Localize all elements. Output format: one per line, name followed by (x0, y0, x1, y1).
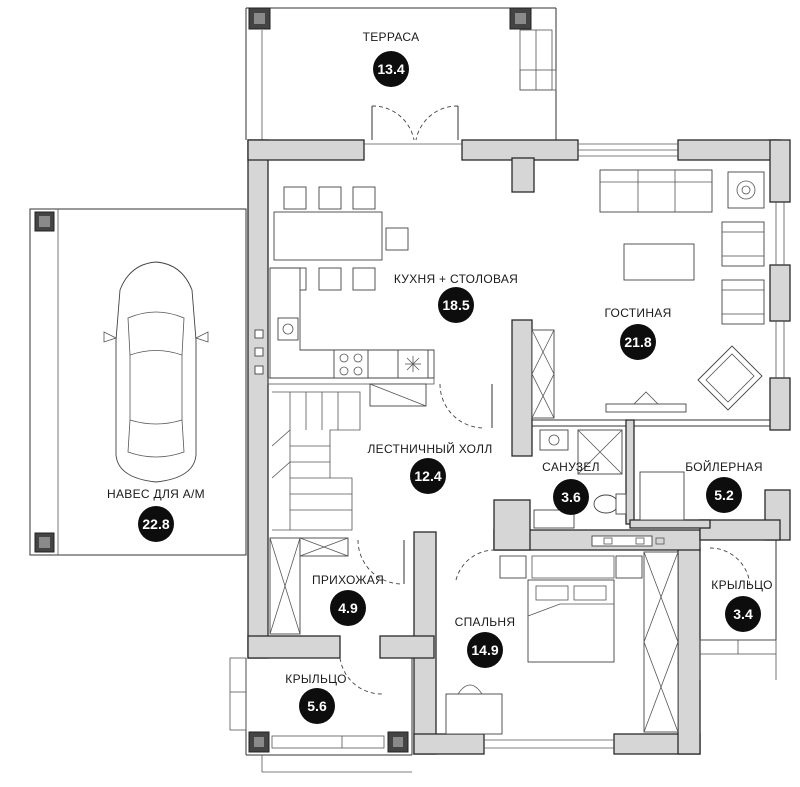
hall-doors (357, 383, 493, 585)
terrace-door (371, 105, 459, 141)
left-porch (229, 657, 413, 773)
bedroom-desk (445, 684, 503, 735)
bedroom-door (455, 549, 497, 581)
armchairs (697, 221, 765, 411)
area-badge-porch-right: 3.4 (725, 596, 761, 632)
entry-door (339, 657, 383, 695)
carport-outline (29, 208, 247, 556)
room-name-living: ГОСТИНАЯ (604, 306, 672, 320)
bedroom-wardrobe (643, 551, 679, 733)
room-name-stair-hall: ЛЕСТНИЧНЫЙ ХОЛЛ (367, 442, 493, 456)
room-name-kitchen: КУХНЯ + СТОЛОВАЯ (393, 272, 519, 286)
terrace-outline (245, 7, 557, 140)
wardrobe-living (531, 329, 555, 419)
kitchen-counter (254, 267, 435, 379)
room-name-boiler: БОЙЛЕРНАЯ (685, 460, 763, 474)
room-name-terrace: ТЕРРАСА (362, 30, 420, 44)
entry-wardrobe (269, 537, 349, 635)
bed (499, 555, 643, 663)
area-badge-porch-left: 5.6 (299, 688, 335, 724)
area-badge-bathroom: 3.6 (553, 479, 589, 515)
bedroom-shelf (591, 535, 665, 547)
area-badge-carport: 22.8 (138, 506, 174, 542)
room-name-bedroom: СПАЛЬНЯ (454, 615, 516, 629)
area-badge-kitchen: 18.5 (438, 287, 474, 323)
staircase (271, 391, 361, 531)
car-icon (103, 261, 209, 483)
sofa (599, 169, 713, 213)
area-badge-bedroom: 14.9 (467, 632, 503, 668)
boiler-unit (639, 471, 685, 521)
tv-unit (605, 391, 687, 413)
room-name-carport: НАВЕС ДЛЯ А/М (107, 487, 205, 501)
coffee-table (623, 243, 695, 281)
room-name-porch-left: КРЫЛЬЦО (285, 672, 347, 686)
fireplace-icon (727, 171, 765, 209)
room-name-porch-right: КРЫЛЬЦО (711, 578, 773, 592)
bathroom-fixtures (533, 429, 627, 529)
room-name-hallway: ПРИХОЖАЯ (311, 573, 385, 587)
hall-cabinet (369, 383, 427, 407)
area-badge-boiler: 5.2 (706, 477, 742, 513)
area-badge-terrace: 13.4 (373, 51, 409, 87)
area-badge-hallway: 4.9 (330, 590, 366, 626)
walls (247, 139, 791, 755)
right-porch (699, 540, 777, 680)
area-badge-living: 21.8 (620, 324, 656, 360)
room-name-bathroom: САНУЗЕЛ (542, 460, 600, 474)
area-badge-stair-hall: 12.4 (410, 458, 446, 494)
